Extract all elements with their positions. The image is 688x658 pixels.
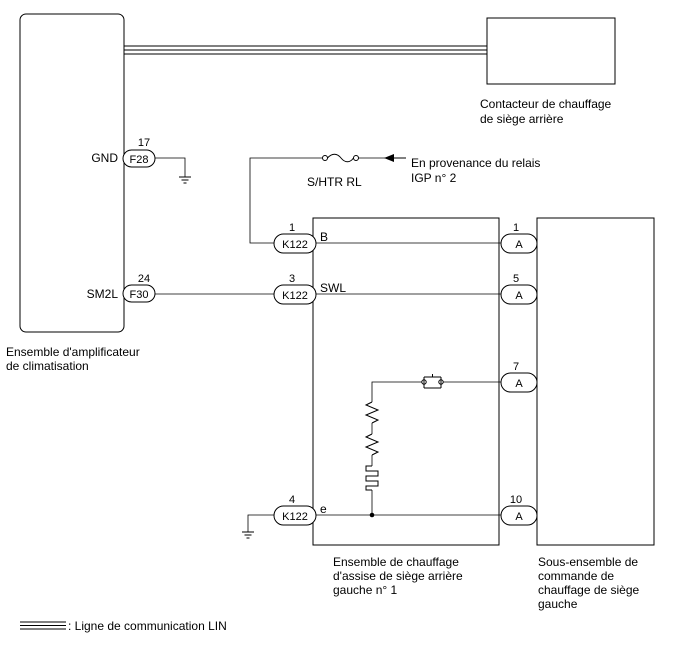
control-subassy-label-3: chauffage de siège bbox=[538, 583, 640, 597]
relay-source-line2: IGP n° 2 bbox=[411, 171, 457, 185]
svg-text:K122: K122 bbox=[282, 239, 308, 251]
fuse-label: S/HTR RL bbox=[307, 175, 362, 189]
thermostat-switch-icon bbox=[421, 374, 444, 389]
svg-text:K122: K122 bbox=[282, 511, 308, 523]
svg-text:F30: F30 bbox=[130, 289, 149, 301]
heater-resistor-icon bbox=[364, 401, 380, 466]
svg-text:7: 7 bbox=[513, 361, 519, 373]
amp-gnd-wire bbox=[155, 157, 186, 177]
heater-gnd-wire bbox=[247, 514, 274, 532]
connector-f28: F28 17 GND bbox=[91, 137, 156, 168]
control-subassy-label-1: Sous-ensemble de bbox=[538, 555, 638, 569]
legend-text: : Ligne de communication LIN bbox=[68, 619, 227, 633]
control-subassy-label-4: gauche bbox=[538, 597, 578, 611]
heater-assy-label-3: gauche n° 1 bbox=[333, 583, 398, 597]
svg-text:3: 3 bbox=[289, 273, 295, 285]
junction-dot bbox=[369, 512, 375, 518]
svg-text:10: 10 bbox=[510, 494, 522, 506]
amplifier-label-2: de climatisation bbox=[6, 359, 89, 373]
ground-icon bbox=[179, 176, 191, 184]
connector-k122-pin4: K122 4 e bbox=[273, 494, 327, 526]
connector-k122-pin1: K122 1 B bbox=[273, 222, 328, 254]
fuse-icon bbox=[322, 153, 359, 163]
thermistor-icon bbox=[365, 465, 379, 491]
svg-text:A: A bbox=[515, 378, 523, 390]
connector-a-pin10: A 10 bbox=[500, 494, 538, 526]
heater-assy-box bbox=[312, 217, 500, 546]
svg-text:5: 5 bbox=[513, 273, 519, 285]
rear-switch-label-1: Contacteur de chauffage bbox=[480, 97, 612, 111]
svg-text:1: 1 bbox=[513, 222, 519, 234]
svg-text:SWL: SWL bbox=[320, 281, 346, 295]
power-wire bbox=[249, 157, 322, 244]
connector-k122-pin3: K122 3 SWL bbox=[273, 273, 346, 305]
legend-lin-symbol bbox=[20, 621, 66, 630]
rear-switch-box bbox=[486, 17, 616, 85]
relay-source-line1: En provenance du relais bbox=[411, 156, 540, 170]
connector-a-pin1: A 1 bbox=[500, 222, 538, 254]
ground-icon bbox=[242, 531, 254, 539]
amplifier-box bbox=[19, 13, 125, 333]
control-subassy-box bbox=[536, 217, 655, 546]
arrow-left-icon bbox=[384, 154, 394, 162]
svg-text:e: e bbox=[320, 502, 327, 516]
svg-text:B: B bbox=[320, 230, 328, 244]
svg-text:GND: GND bbox=[91, 151, 118, 165]
connector-a-pin7: A 7 bbox=[500, 361, 538, 393]
svg-text:F28: F28 bbox=[130, 154, 149, 166]
svg-text:K122: K122 bbox=[282, 290, 308, 302]
svg-text:SM2L: SM2L bbox=[87, 287, 119, 301]
heater-assy-label-2: d'assise de siège arrière bbox=[333, 569, 463, 583]
rear-switch-label-2: de siège arrière bbox=[480, 112, 564, 126]
heater-assy-label-1: Ensemble de chauffage bbox=[333, 555, 459, 569]
svg-text:A: A bbox=[515, 290, 523, 302]
control-subassy-label-2: commande de bbox=[538, 569, 614, 583]
svg-text:A: A bbox=[515, 239, 523, 251]
svg-text:A: A bbox=[515, 511, 523, 523]
amplifier-label-1: Ensemble d'amplificateur bbox=[6, 345, 140, 359]
connector-f30: F30 24 SM2L bbox=[87, 273, 156, 303]
svg-text:24: 24 bbox=[138, 273, 150, 285]
svg-text:17: 17 bbox=[138, 137, 150, 149]
connector-a-pin5: A 5 bbox=[500, 273, 538, 305]
svg-text:4: 4 bbox=[289, 494, 295, 506]
lin-line bbox=[124, 45, 487, 55]
svg-text:1: 1 bbox=[289, 222, 295, 234]
